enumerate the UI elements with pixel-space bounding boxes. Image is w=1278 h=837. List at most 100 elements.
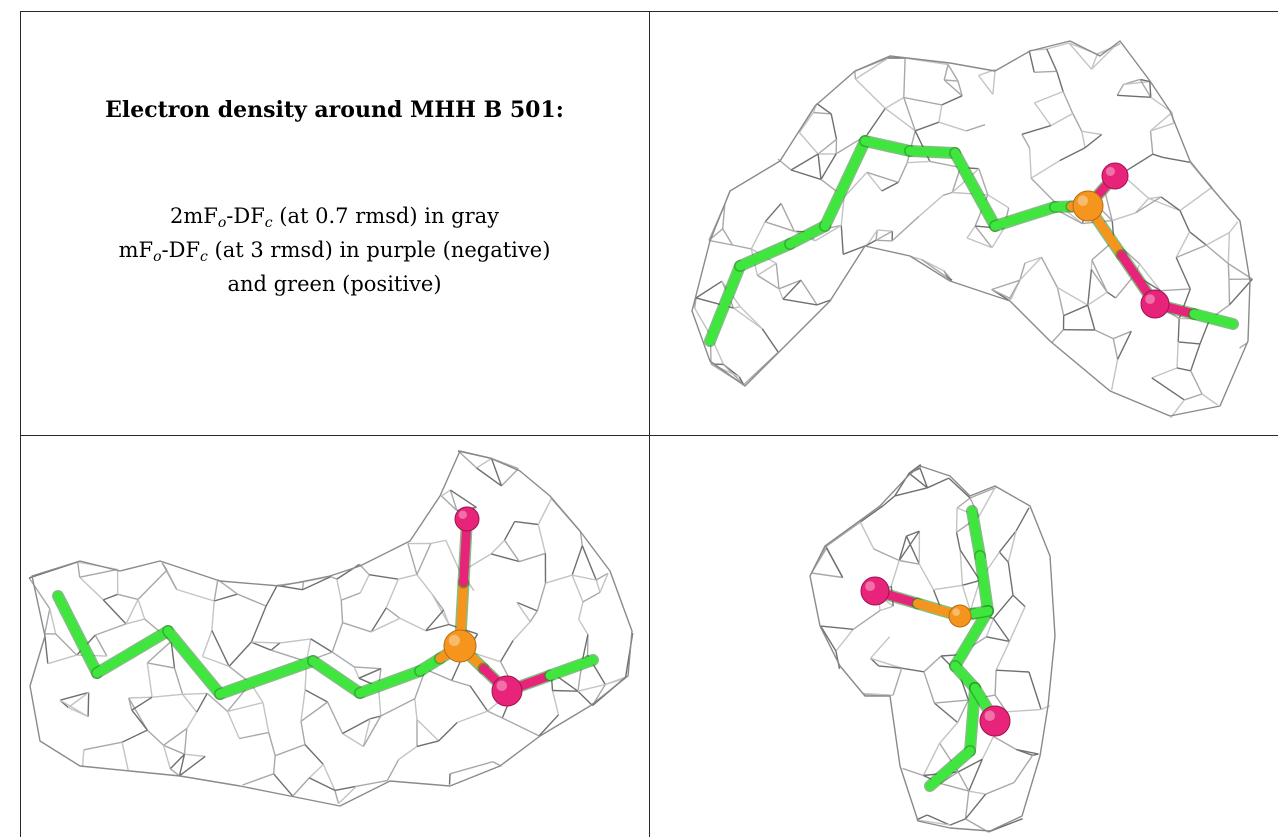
mesh-edge bbox=[146, 729, 164, 746]
mesh-edge bbox=[882, 495, 896, 507]
mesh-edge bbox=[162, 745, 171, 769]
mesh-edge bbox=[942, 191, 953, 196]
mesh-edge bbox=[916, 819, 951, 826]
mesh-edge bbox=[957, 771, 970, 792]
mesh-edge bbox=[992, 69, 996, 95]
mesh-edge bbox=[270, 642, 281, 651]
density-mesh bbox=[691, 40, 1253, 419]
mesh-edge bbox=[1175, 231, 1191, 258]
mesh-edge bbox=[974, 225, 993, 249]
mesh-edge bbox=[1091, 259, 1108, 293]
mesh-edge bbox=[102, 599, 127, 625]
mesh-edge bbox=[816, 299, 831, 306]
oxygen-atom bbox=[491, 675, 523, 707]
mesh-edge bbox=[757, 262, 777, 276]
mesh-edge bbox=[359, 574, 370, 594]
mesh-edge bbox=[1087, 291, 1108, 306]
mesh-edge bbox=[211, 630, 230, 667]
mesh-edge bbox=[342, 622, 372, 633]
mesh-edge bbox=[965, 124, 986, 132]
mesh-edge bbox=[938, 104, 943, 123]
mesh-edge bbox=[44, 633, 49, 664]
mesh-edge bbox=[1081, 131, 1086, 148]
mesh-edge bbox=[933, 584, 963, 591]
mesh-edge bbox=[416, 719, 440, 742]
mesh-edge bbox=[866, 171, 883, 192]
mesh-edge bbox=[152, 693, 183, 698]
atom-highlight bbox=[496, 680, 507, 691]
mesh-edge bbox=[817, 153, 822, 180]
mesh-edge bbox=[304, 689, 328, 703]
mesh-edge bbox=[922, 742, 941, 776]
mesh-edge bbox=[1150, 122, 1174, 132]
mesh-edge bbox=[1008, 279, 1021, 301]
mesh-edge bbox=[356, 779, 388, 787]
mesh-edge bbox=[991, 228, 1005, 249]
mesh-edge bbox=[978, 168, 989, 196]
mesh-edge bbox=[961, 585, 971, 612]
mesh-edge bbox=[380, 698, 416, 717]
mesh-edge bbox=[536, 583, 547, 612]
mesh-edge bbox=[987, 194, 1010, 209]
mesh-edge bbox=[137, 599, 146, 620]
mesh-edge bbox=[416, 574, 433, 595]
mesh-edge bbox=[739, 306, 763, 330]
mesh-edge bbox=[968, 758, 983, 792]
mesh-edge bbox=[1056, 287, 1065, 316]
mesh-edge bbox=[941, 95, 963, 106]
mesh-edge bbox=[137, 569, 168, 600]
mesh-edge bbox=[884, 96, 905, 110]
mesh-edge bbox=[128, 696, 153, 699]
legend-line-3: and green (positive) bbox=[227, 272, 442, 296]
mesh-edge bbox=[430, 539, 446, 545]
mesh-edge bbox=[342, 732, 364, 748]
mesh-edge bbox=[571, 574, 597, 581]
mesh-edge bbox=[146, 640, 172, 664]
mesh-edge bbox=[948, 277, 953, 282]
mesh-edge bbox=[1150, 111, 1173, 132]
mesh-edge bbox=[326, 701, 344, 734]
mesh-edge bbox=[1189, 231, 1207, 246]
mesh-edge bbox=[457, 450, 478, 469]
mesh-edge bbox=[710, 363, 740, 378]
mesh-edge bbox=[173, 667, 184, 695]
view-bottom-left bbox=[20, 436, 649, 837]
table-left-border bbox=[20, 11, 21, 837]
mesh-edge bbox=[239, 731, 269, 740]
oxygen-atom bbox=[454, 506, 480, 532]
mesh-edge bbox=[940, 782, 969, 792]
mesh-edge bbox=[1179, 187, 1212, 212]
mesh-edge bbox=[300, 701, 329, 722]
mesh-edge bbox=[169, 753, 186, 770]
mesh-edge bbox=[1112, 338, 1119, 360]
mesh-edge bbox=[1176, 367, 1191, 372]
mesh-edge bbox=[1175, 244, 1207, 259]
mesh-edge bbox=[59, 691, 89, 701]
mesh-edge bbox=[929, 160, 961, 169]
mesh-edge bbox=[964, 791, 970, 819]
mesh-edge bbox=[906, 530, 920, 537]
mesh-edge bbox=[449, 489, 458, 511]
oxygen-atom bbox=[1101, 162, 1129, 190]
mesh-edge bbox=[877, 229, 893, 232]
mesh-edge bbox=[879, 605, 894, 612]
mesh-edge bbox=[1034, 70, 1057, 73]
mesh-edge bbox=[1062, 91, 1074, 114]
bond bbox=[785, 221, 830, 249]
mesh-edge bbox=[251, 641, 272, 651]
mesh-edge bbox=[369, 574, 399, 580]
mesh-edge bbox=[272, 755, 276, 774]
mesh-edge bbox=[425, 623, 450, 632]
mesh-outline bbox=[809, 465, 1056, 832]
mesh-edge bbox=[814, 224, 842, 242]
mesh-edge bbox=[47, 654, 77, 665]
mesh-edge bbox=[250, 605, 267, 643]
mesh-edge bbox=[790, 153, 819, 171]
mesh-edge bbox=[901, 667, 925, 673]
mesh-edge bbox=[211, 600, 215, 631]
mesh-edge bbox=[948, 477, 971, 499]
mesh-edge bbox=[226, 711, 240, 739]
mesh-edge bbox=[1205, 244, 1229, 265]
mesh-edge bbox=[778, 279, 802, 290]
